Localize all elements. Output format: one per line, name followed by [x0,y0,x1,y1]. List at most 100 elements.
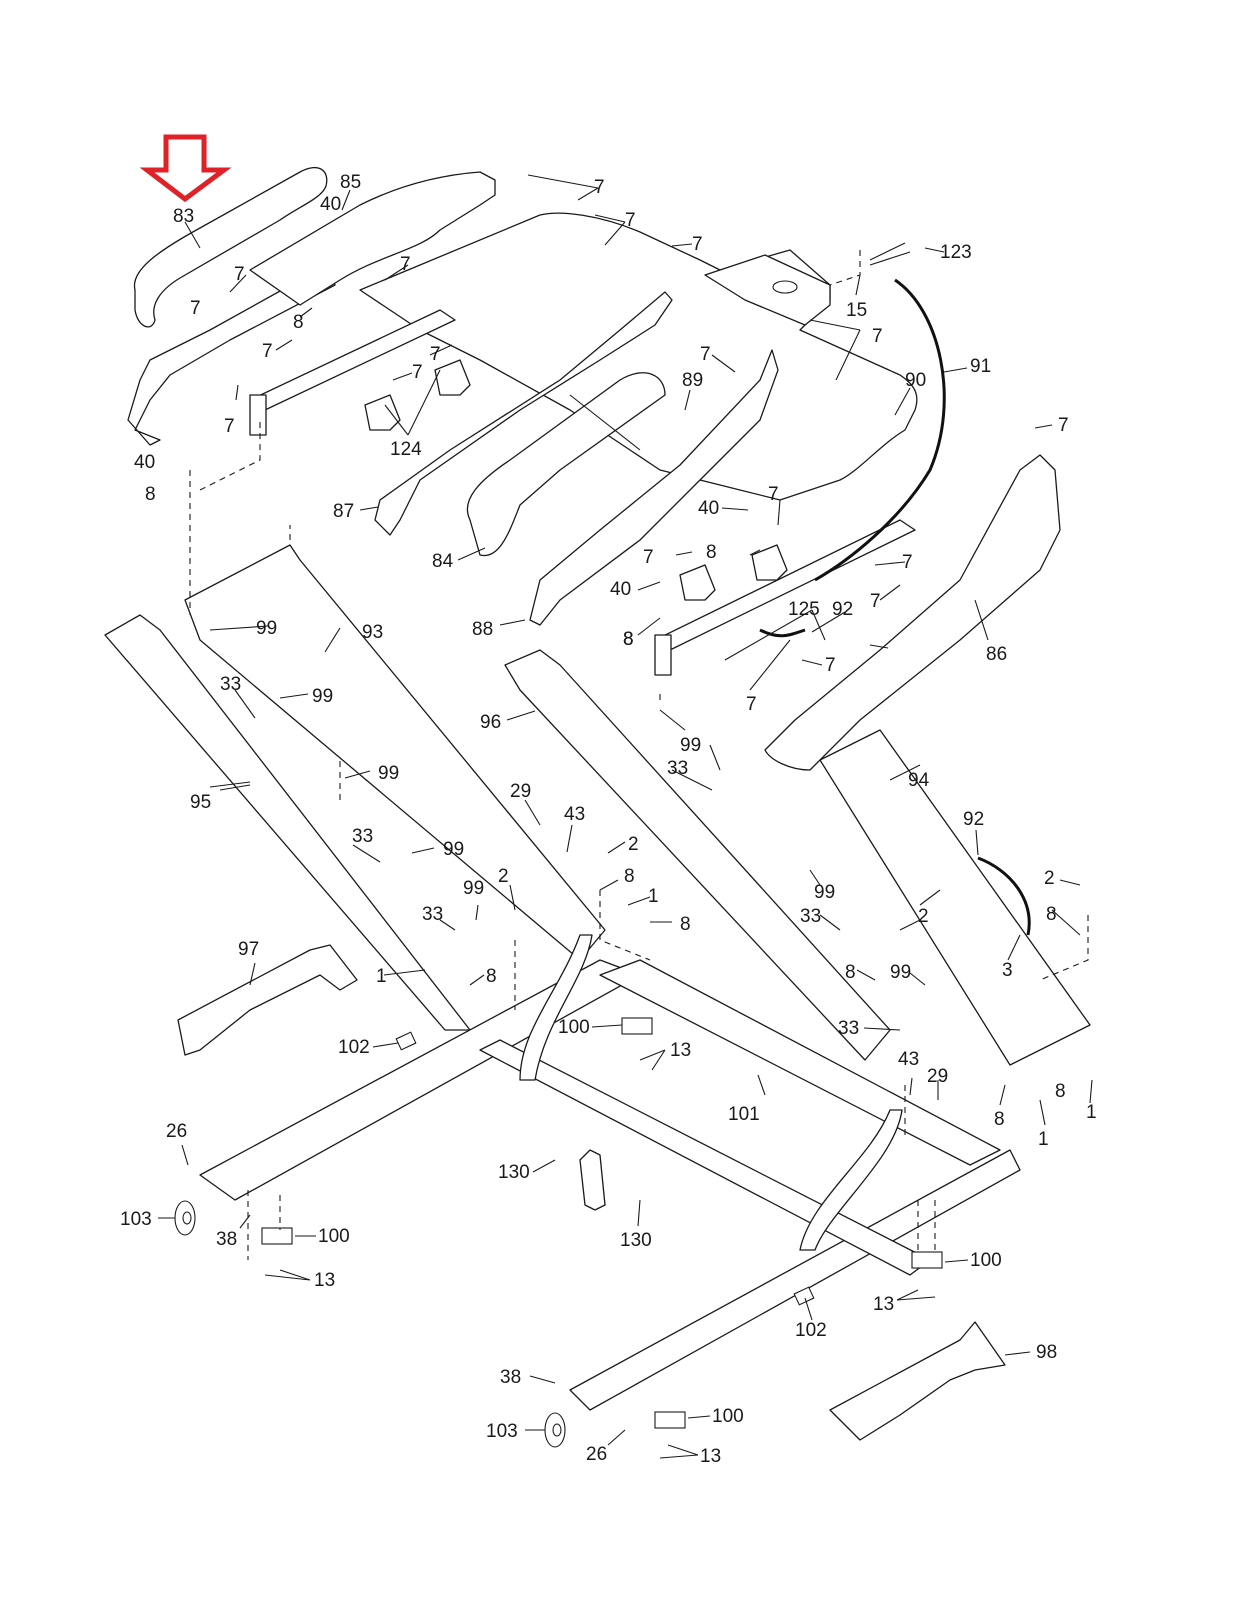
part-103-wheel-right-hub [552,1423,562,1437]
callout-33: 33 [838,1018,859,1039]
part-91-wire [814,278,946,582]
right-pivot-arm [799,1109,903,1251]
callout-7: 7 [902,552,913,573]
callout-123: 123 [940,242,972,263]
callout-7: 7 [594,177,605,198]
part-100-foot-a [261,1227,293,1245]
callout-8: 8 [1046,904,1057,925]
part-88-hood-side [529,349,779,626]
callout-7: 7 [768,484,779,505]
callout-29: 29 [927,1066,948,1087]
callout-1: 1 [1086,1102,1097,1123]
callout-13: 13 [700,1446,721,1467]
part-84-inner-cover [466,372,666,557]
callout-99: 99 [463,878,484,899]
callout-8: 8 [624,866,635,887]
callout-8: 8 [994,1109,1005,1130]
callout-43: 43 [564,804,585,825]
callout-87: 87 [333,501,354,522]
callout-2: 2 [498,866,509,887]
leader-lines [158,174,1093,1459]
callout-7: 7 [412,362,423,383]
callout-7: 7 [625,210,636,231]
assembly-line [247,1190,281,1260]
callout-100: 100 [318,1226,350,1247]
motor-plate-hole [772,280,798,294]
callout-8: 8 [845,962,856,983]
callout-1: 1 [1038,1129,1049,1150]
callout-7: 7 [872,326,883,347]
assembly-line [829,250,861,286]
callout-93: 93 [362,622,383,643]
part-89-cover [569,394,641,451]
callout-99: 99 [378,763,399,784]
callout-91: 91 [970,356,991,377]
callout-7: 7 [234,264,245,285]
callout-124: 124 [390,439,422,460]
callout-2: 2 [918,906,929,927]
part-102-label-left [395,1031,417,1051]
callout-8: 8 [623,629,634,650]
callout-88: 88 [472,619,493,640]
callout-101: 101 [728,1104,760,1125]
callout-15: 15 [846,300,867,321]
part-125-bumper-b [751,544,788,581]
part-97-base-cover [177,944,358,1056]
part-100-foot-b [621,1017,653,1035]
callout-100: 100 [970,1250,1002,1271]
callout-40: 40 [698,498,719,519]
callout-1: 1 [376,966,387,987]
callout-84: 84 [432,551,454,572]
callout-99: 99 [680,735,701,756]
part-103-wheel-left-hub [182,1211,192,1225]
callout-7: 7 [643,547,654,568]
callout-92: 92 [963,809,984,830]
callout-100: 100 [558,1017,590,1038]
callout-97: 97 [238,939,259,960]
callout-99: 99 [256,618,277,639]
callout-1: 1 [648,886,659,907]
callout-102: 102 [795,1320,827,1341]
callout-92: 92 [832,599,853,620]
callout-7: 7 [224,416,235,437]
assembly-line [1039,915,1089,981]
callout-33: 33 [800,906,821,927]
part-100-foot-d [654,1411,686,1429]
callout-99: 99 [814,882,835,903]
right-upright-socket [654,634,672,676]
part-83-pad [133,167,328,328]
part-100-foot-c [911,1251,943,1269]
callout-38: 38 [216,1229,237,1250]
callout-125: 125 [788,599,820,620]
callout-7: 7 [825,655,836,676]
left-pivot-arm [519,934,593,1081]
callout-90: 90 [905,370,926,391]
callout-7: 7 [746,694,757,715]
highlight-down-arrow-icon [139,134,232,203]
callout-8: 8 [706,542,717,563]
callout-7: 7 [430,344,441,365]
callout-89: 89 [682,370,703,391]
part-85-hood-side [249,171,496,306]
callout-29: 29 [510,781,531,802]
part-95-left-upright [104,614,471,1031]
callout-labels: 83 85 40 7 7 7 7 7 7 7 7 7 7 7 7 7 7 7 7… [120,172,1097,1467]
callout-96: 96 [480,712,501,733]
callout-86: 86 [986,644,1007,665]
assembly-line [339,690,661,800]
callout-33: 33 [220,674,241,695]
callout-8: 8 [145,484,156,505]
callout-33: 33 [352,826,373,847]
callout-98: 98 [1036,1342,1057,1363]
callout-7: 7 [692,234,703,255]
callout-83: 83 [173,206,194,227]
part-125-bumper-a [679,564,716,601]
callout-99: 99 [312,686,333,707]
callout-103: 103 [120,1209,152,1230]
callout-33: 33 [422,904,443,925]
part-87-hood-side [374,291,673,536]
callout-85: 85 [340,172,361,193]
callout-8: 8 [623,629,634,650]
callout-13: 13 [670,1040,691,1061]
callout-94: 94 [908,770,930,791]
